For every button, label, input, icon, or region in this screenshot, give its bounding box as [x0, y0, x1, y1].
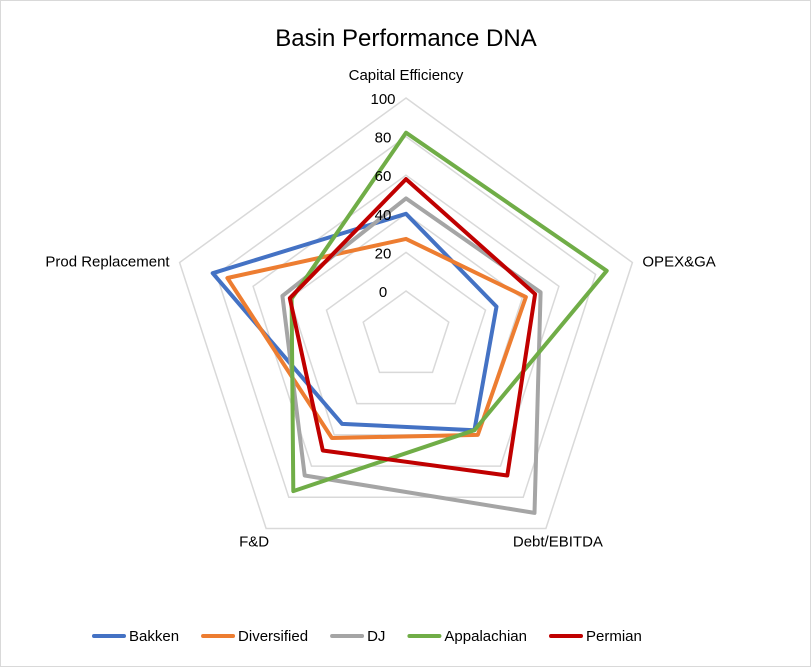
legend-label: Diversified — [238, 628, 308, 645]
tick-label-0: 0 — [379, 284, 387, 301]
tick-label-80: 80 — [375, 130, 392, 147]
axis-label-4: Prod Replacement — [45, 254, 170, 271]
radial-tick-labels: 0 20 40 60 80 100 — [370, 91, 395, 301]
tick-label-20: 20 — [375, 245, 392, 262]
grid-ring-100 — [178, 97, 634, 530]
series-line-diversified — [225, 236, 528, 440]
legend-item-bakken: Bakken — [92, 628, 179, 645]
grid-ring-0 — [362, 290, 450, 374]
series-line-permian — [287, 177, 538, 478]
series-line-bakken — [210, 211, 499, 433]
legend-item-diversified: Diversified — [201, 628, 308, 645]
grid-ring-20 — [325, 251, 487, 405]
legend-label: Permian — [586, 628, 642, 645]
axis-label-0: Capital Efficiency — [349, 67, 464, 84]
legend-item-dj: DJ — [330, 628, 385, 645]
legend-label: DJ — [367, 628, 385, 645]
legend-label: Appalachian — [444, 628, 527, 645]
chart-title: Basin Performance DNA — [275, 25, 536, 52]
axis-label-3: F&D — [239, 534, 269, 551]
tick-label-40: 40 — [375, 207, 392, 224]
grid-ring-80 — [215, 135, 597, 499]
tick-label-100: 100 — [370, 91, 395, 108]
legend-item-appalachian: Appalachian — [407, 628, 527, 645]
tick-label-60: 60 — [375, 168, 392, 185]
legend-label: Bakken — [129, 628, 179, 645]
axis-label-1: OPEX&GA — [642, 254, 715, 271]
legend: Bakken Diversified DJ Appalachian Permian — [92, 628, 642, 645]
series-lines — [210, 130, 609, 515]
legend-item-permian: Permian — [549, 628, 642, 645]
axis-label-2: Debt/EBITDA — [513, 534, 603, 551]
